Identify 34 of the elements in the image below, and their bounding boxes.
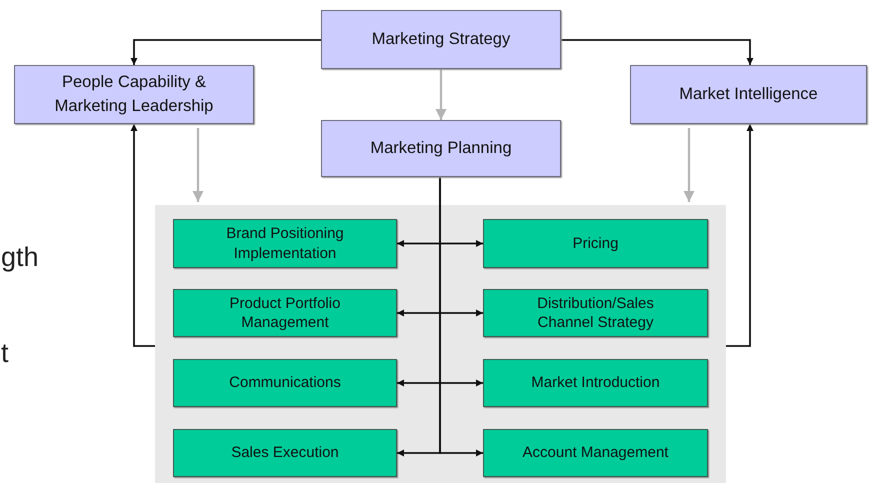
process-box	[14, 65, 254, 124]
arrow	[726, 124, 754, 347]
node-text: Market Introduction	[531, 373, 660, 393]
node-text: Market Intelligence	[679, 84, 818, 105]
activity-box	[483, 289, 708, 337]
text-fragment: t	[1, 338, 9, 369]
node-text: Distribution/Sales Channel Strategy	[536, 294, 655, 332]
activity-box	[173, 359, 397, 407]
activity-box	[483, 359, 708, 407]
process-box	[630, 65, 867, 124]
node-text: People Capability & Marketing Leadership	[54, 72, 214, 116]
text-fragment: gth	[1, 242, 39, 273]
node-text: Marketing Strategy	[372, 28, 510, 50]
activity-box	[483, 219, 708, 268]
activity-box	[173, 429, 397, 477]
node-text: Pricing	[572, 234, 618, 254]
process-box	[321, 120, 561, 177]
arrow	[192, 128, 204, 202]
node-text: Account Management	[522, 443, 668, 463]
process-box	[321, 10, 561, 69]
arrow	[684, 128, 694, 202]
activity-box	[483, 429, 708, 477]
arrow	[436, 69, 446, 120]
arrow	[130, 39, 321, 65]
node-text: Product Portfolio Management	[228, 294, 342, 332]
arrow	[130, 124, 155, 347]
panel-background	[155, 205, 726, 483]
activity-box	[173, 289, 397, 337]
arrow	[561, 39, 754, 65]
node-text: Sales Execution	[231, 443, 339, 463]
activity-box	[173, 219, 397, 268]
node-text: Communications	[229, 373, 341, 393]
node-text: Brand Positioning Implementation	[225, 224, 345, 263]
node-text: Marketing Planning	[370, 138, 512, 159]
